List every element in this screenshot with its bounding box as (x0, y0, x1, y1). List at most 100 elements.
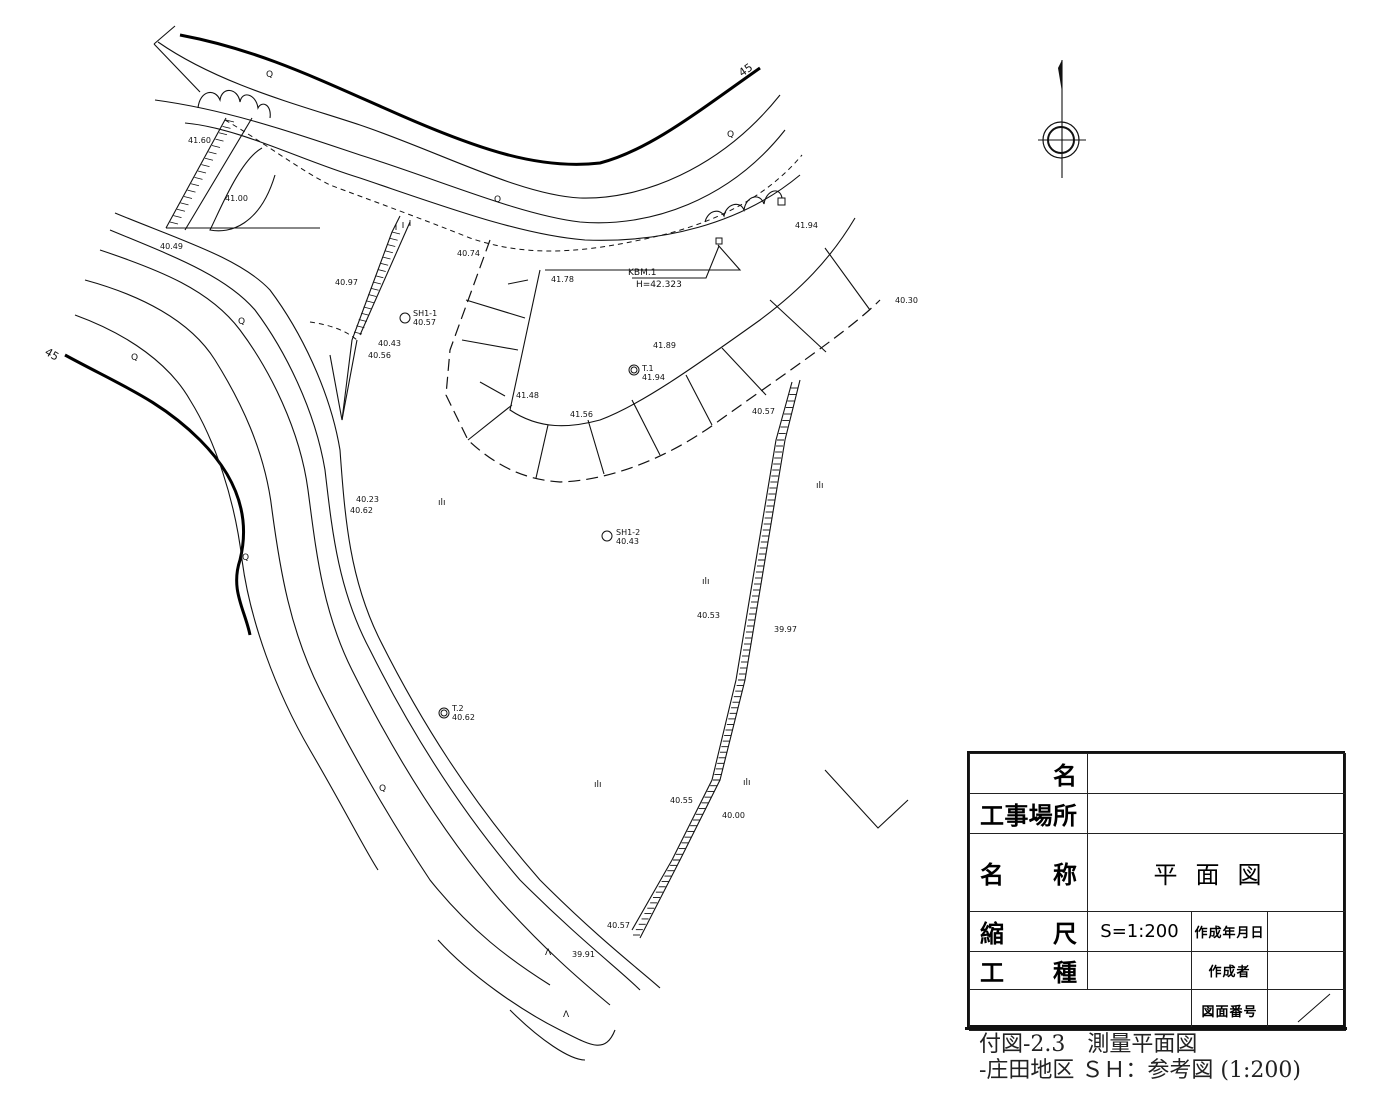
hatch-mark (201, 164, 210, 168)
svg-text:39.91: 39.91 (572, 950, 595, 959)
slope-hatch-marks (169, 119, 798, 936)
svg-text:41.60: 41.60 (188, 136, 211, 145)
hatch-mark (356, 325, 365, 329)
hatch-mark (368, 294, 377, 297)
svg-text:40.57: 40.57 (413, 318, 436, 327)
svg-text:Q: Q (242, 553, 249, 563)
svg-text:41.89: 41.89 (653, 341, 676, 350)
title-block-type-label: 工 種 (969, 951, 1088, 990)
svg-text:40.62: 40.62 (350, 506, 373, 515)
svg-text:40.57: 40.57 (752, 407, 775, 416)
svg-text:40.43: 40.43 (616, 537, 639, 546)
title-block-site-value (1086, 793, 1347, 834)
svg-text:Λ: Λ (545, 948, 552, 958)
hatch-mark (176, 208, 186, 212)
title-block-scale-value: S=1:200 (1087, 911, 1192, 952)
cliff-symbols (197, 89, 783, 223)
hatch-mark (372, 281, 382, 285)
svg-text:41.48: 41.48 (516, 391, 539, 400)
hatch-mark (384, 250, 393, 254)
benchmark-kbm1: KBM.1 H=42.323 (628, 197, 786, 290)
hatch-mark (173, 215, 182, 219)
svg-text:ılı: ılı (702, 577, 710, 587)
river-contours (64, 212, 909, 1061)
hatch-mark (353, 331, 363, 335)
hatch-mark (208, 151, 217, 155)
svg-text:SH1-2: SH1-2 (616, 528, 640, 537)
svg-text:40.56: 40.56 (368, 351, 391, 360)
svg-text:Q: Q (494, 195, 501, 205)
hatch-mark (358, 319, 367, 322)
left-enclosure (165, 117, 320, 232)
figure-caption: 付図-2.3 測量平面図 -庄田地区 ＳＨ：参考図 (1:200) (979, 1032, 1301, 1084)
hatch-mark (218, 132, 228, 136)
svg-text:40.00: 40.00 (722, 811, 745, 820)
hatch-mark (375, 275, 384, 279)
hatch-mark (370, 287, 379, 291)
terrace-structure (445, 217, 881, 483)
hatch-mark (391, 231, 401, 235)
hatch-mark (204, 157, 214, 161)
svg-text:40.62: 40.62 (452, 713, 475, 722)
svg-text:KBM.1: KBM.1 (628, 268, 656, 278)
tree-symbols: Q Q Q Q Q Q Q Λ Λ (131, 70, 734, 1020)
svg-text:Q: Q (727, 130, 734, 140)
svg-text:Q: Q (131, 353, 138, 363)
title-block-date-value (1266, 911, 1347, 952)
hatch-mark (190, 183, 200, 187)
svg-text:ılı: ılı (816, 481, 824, 491)
hatch-mark (187, 189, 196, 193)
station-t1: T.1 41.94 (628, 364, 665, 382)
svg-text:39.97: 39.97 (774, 625, 797, 634)
hatch-mark (225, 119, 235, 123)
station-sh1-2: SH1-2 40.43 (601, 528, 640, 546)
title-block-name-value (1086, 753, 1347, 794)
hatch-mark (361, 312, 370, 316)
svg-text:Q: Q (238, 317, 245, 327)
svg-text:40.49: 40.49 (160, 242, 183, 251)
title-block-name-label: 名 (969, 753, 1088, 794)
hatch-mark (215, 138, 224, 142)
title-block-site-label: 工事場所 (969, 793, 1088, 834)
diagonal-slash-icon (1297, 993, 1331, 1023)
svg-text:40.43: 40.43 (378, 339, 401, 348)
hatch-mark (222, 125, 231, 129)
caption-line-1: 付図-2.3 測量平面図 (979, 1032, 1198, 1057)
hatch-mark (387, 244, 396, 247)
spot-height-labels: 41.60 41.00 40.49 40.97 40.74 41.78 41.9… (160, 136, 918, 959)
title-block: 名 工事場所 名 称 平面図 縮 尺 S=1:200 作成年月日 工 種 作成者… (967, 751, 1347, 1031)
hatch-mark (363, 306, 372, 310)
hatch-mark (169, 221, 179, 225)
svg-text:ılı: ılı (438, 498, 446, 508)
svg-text:40.74: 40.74 (457, 249, 480, 258)
hatch-mark (180, 202, 189, 206)
svg-text:Λ: Λ (563, 1010, 570, 1020)
title-block-title-value: 平面図 (1086, 833, 1347, 912)
hatch-mark (382, 256, 391, 260)
svg-text:41.00: 41.00 (225, 194, 248, 203)
svg-text:40.23: 40.23 (356, 495, 379, 504)
hatch-mark (389, 237, 398, 241)
station-sh1-1: SH1-1 40.57 (399, 309, 437, 327)
title-block-author-value (1266, 951, 1347, 990)
svg-text:Q: Q (266, 70, 273, 80)
svg-text:SH1-1: SH1-1 (413, 309, 437, 318)
upper-slope-contours (153, 25, 801, 241)
caption-line-2: -庄田地区 ＳＨ：参考図 (1:200) (979, 1058, 1301, 1083)
svg-text:40.30: 40.30 (895, 296, 918, 305)
svg-text:T.1: T.1 (641, 364, 654, 373)
svg-text:40.53: 40.53 (697, 611, 720, 620)
svg-text:40.55: 40.55 (670, 796, 693, 805)
title-block-drawing-no-value (1266, 989, 1347, 1031)
svg-text:41.56: 41.56 (570, 410, 593, 419)
title-block-blank (969, 989, 1192, 1031)
bottom-rule (965, 1027, 1347, 1030)
svg-text:Q: Q (379, 784, 386, 794)
contour-label-upper: 45 (736, 61, 755, 80)
north-arrow-icon (1038, 60, 1086, 178)
hatch-mark (211, 145, 221, 148)
svg-text:ılı: ılı (594, 780, 602, 790)
title-block-scale-label: 縮 尺 (969, 911, 1088, 952)
svg-text:41.94: 41.94 (642, 373, 665, 382)
